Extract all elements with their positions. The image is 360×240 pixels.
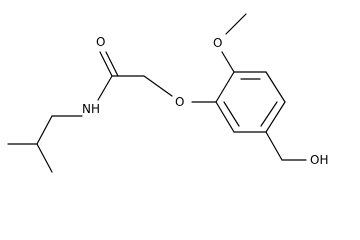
bond-ring-omethoxy [221,51,235,73]
hydroxymethyl-label: OH [310,153,328,167]
amide-nitrogen-label: NH [82,102,100,116]
ring-inner-2 [260,101,278,127]
molecule-diagram: O NH O O OH [7,13,329,173]
bond-o-ch3 [225,13,247,35]
bond-co-double-1 [99,51,113,77]
ring-bond-3 [265,71,286,103]
ring-bond-6 [215,101,235,133]
ring-bond-1 [215,71,235,103]
ring-bond-4 [265,101,286,133]
bond-ring-ch2oh [265,131,283,161]
bond-ch2-o [143,75,173,97]
ring-inner-3 [223,101,240,127]
bond-iso-ch2 [36,115,53,145]
bond-co-double-2 [105,51,119,77]
structure-svg: O NH O O OH [7,13,328,173]
carbonyl-oxygen-label: O [96,35,105,49]
bond-ch3-b [36,143,53,173]
methoxy-oxygen-label: O [213,36,222,50]
ether-oxygen-label: O [175,95,184,109]
bond-n-co [97,75,113,101]
